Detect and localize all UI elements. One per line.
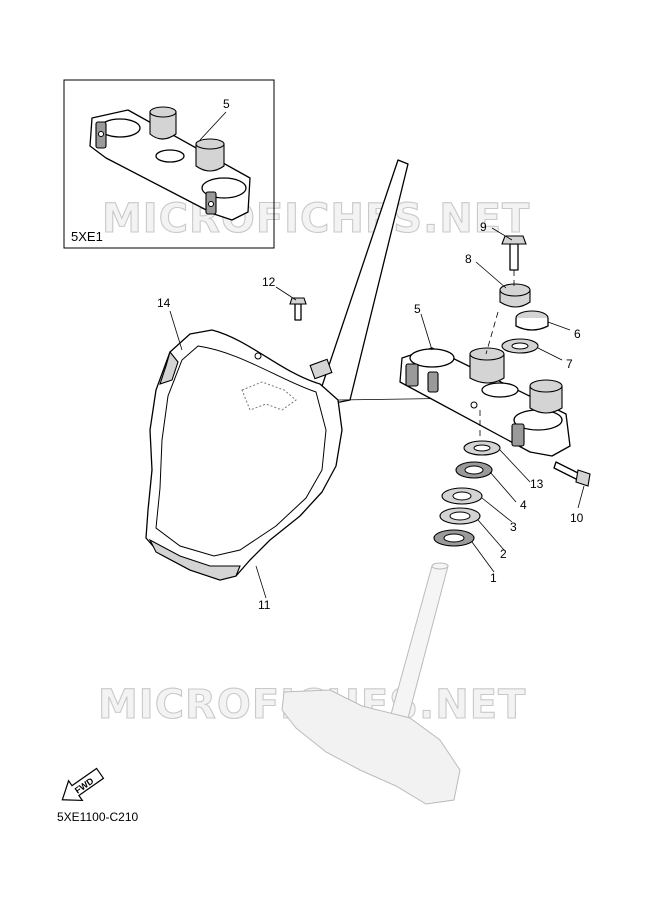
leader-lines <box>169 227 585 599</box>
callout-13: 13 <box>530 477 544 491</box>
callout-4: 4 <box>520 498 527 512</box>
callout-8: 8 <box>465 252 472 266</box>
handlebar-holder-part-8 <box>499 283 531 308</box>
callout-7: 7 <box>566 357 573 371</box>
inset-leader-5 <box>199 111 227 141</box>
washer-part-7 <box>501 338 539 354</box>
callout-2: 2 <box>500 547 507 561</box>
ring-nut-part-4 <box>455 461 493 479</box>
diagram-code: 5XE1100-C210 <box>57 810 138 824</box>
inset-triple-clamp-drawing <box>89 106 251 221</box>
callout-6: 6 <box>574 327 581 341</box>
callout-11: 11 <box>258 598 271 612</box>
oil-seal-part-1 <box>433 529 475 547</box>
number-plate-part-11 <box>145 159 409 581</box>
lower-bracket-ghost <box>281 562 461 805</box>
callout-numbers: 1 2 3 4 5 6 7 8 9 10 11 12 13 14 <box>157 220 584 612</box>
nut-part-6 <box>515 310 549 331</box>
bearing-cover-part-3 <box>441 487 483 505</box>
callout-10: 10 <box>570 511 584 525</box>
callout-3: 3 <box>510 520 517 534</box>
forward-arrow-icon: FWD <box>61 767 105 802</box>
pinch-bolt-part-10 <box>553 461 591 487</box>
inset-variant-box: 5 5XE1 <box>63 79 275 249</box>
washer-part-13 <box>463 440 501 456</box>
bearing-part-2 <box>439 507 481 525</box>
callout-9: 9 <box>480 220 487 234</box>
callout-5: 5 <box>414 302 421 316</box>
hidden-bracket-outline <box>241 381 297 411</box>
callout-14: 14 <box>157 296 171 310</box>
callout-12: 12 <box>262 275 276 289</box>
watermark-top: MICROFICHES.NET <box>102 196 530 242</box>
inset-label: 5XE1 <box>71 229 103 244</box>
inset-callout-5: 5 <box>223 97 230 111</box>
bolt-part-12 <box>289 297 307 321</box>
bolt-part-9 <box>501 235 527 271</box>
triple-clamp-part-5 <box>399 347 571 457</box>
callout-1: 1 <box>490 571 497 585</box>
